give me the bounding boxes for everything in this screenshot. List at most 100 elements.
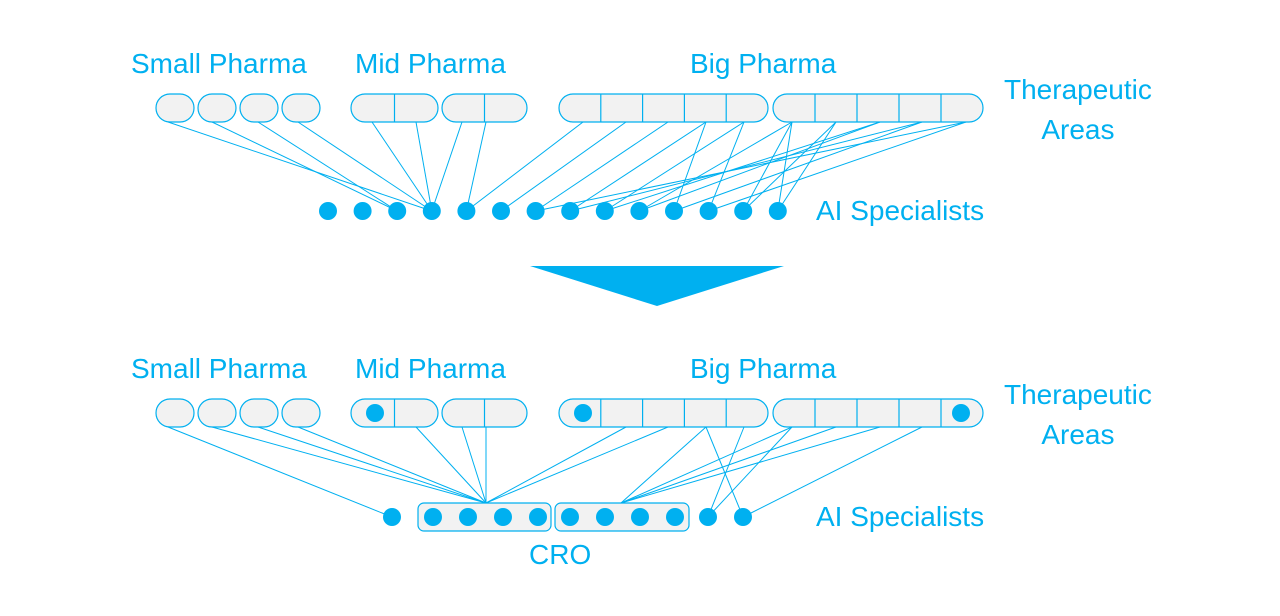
ai-specialist-dot-13 (734, 202, 753, 220)
connection-line (708, 121, 967, 212)
ai-specialist-dot-12 (699, 202, 718, 220)
connection-line (777, 121, 793, 212)
connection-line (500, 121, 627, 212)
after-in-house-specialist-3 (952, 404, 970, 422)
connection-lines-before (167, 121, 967, 212)
transition-arrow (530, 266, 784, 306)
ai-specialists-label-after: AI Specialists (816, 501, 985, 532)
small-pharma-label-after: Small Pharma (131, 353, 307, 384)
after-company-1 (155, 398, 195, 428)
connection-line (257, 426, 487, 504)
connection-line (620, 426, 707, 504)
connection-line (415, 426, 487, 504)
connection-line (431, 121, 463, 212)
before-company-8 (772, 93, 984, 123)
big-pharma-label-after: Big Pharma (690, 353, 837, 384)
connection-line (167, 426, 393, 518)
connection-line (371, 121, 433, 212)
connection-line (707, 426, 745, 518)
ai-specialist-dot-1 (319, 202, 337, 220)
connection-line (535, 121, 967, 212)
ai-specialists-before (319, 202, 787, 220)
ai-specialist-dot-11 (665, 202, 683, 220)
mid-pharma-label-after: Mid Pharma (355, 353, 506, 384)
therapeutic-areas-line1-after: Therapeutic (1004, 379, 1152, 410)
therapeutic-areas-line1: Therapeutic (1004, 74, 1152, 105)
connection-line (211, 426, 487, 504)
connection-line (211, 121, 398, 212)
therapeutic-areas-label-after: Therapeutic Areas (1004, 375, 1152, 455)
ai-specialist-dot-14 (768, 202, 787, 220)
ai-specialist-dot-10 (630, 202, 649, 220)
ai-specialist-dot-7 (526, 202, 545, 220)
before-company-2 (197, 93, 237, 123)
after-company-7 (558, 398, 769, 428)
independent-specialist-2 (699, 508, 717, 526)
after-company-8 (772, 398, 984, 428)
ai-specialist-dot-3 (388, 202, 407, 220)
pharma-companies-before (155, 93, 984, 123)
mid-pharma-label: Mid Pharma (355, 48, 506, 79)
connection-line (777, 121, 837, 212)
cro-specialist-dot (631, 508, 649, 526)
after-in-house-specialist-2 (574, 404, 592, 422)
connection-line (620, 426, 881, 504)
connection-line (485, 426, 627, 504)
connection-line (465, 121, 487, 212)
cro-specialist-dot (529, 508, 547, 526)
therapeutic-areas-line2-after: Areas (1041, 419, 1115, 450)
connection-line (673, 121, 923, 212)
big-pharma-label: Big Pharma (690, 48, 837, 79)
ai-specialist-dot-4 (422, 202, 441, 220)
connection-line (620, 426, 793, 504)
cro-specialist-dot (561, 508, 579, 526)
connection-line (742, 121, 837, 212)
connection-line (297, 426, 487, 504)
connection-line (639, 121, 793, 212)
before-company-1 (155, 93, 195, 123)
cro-specialist-dot (459, 508, 477, 526)
connection-line (466, 121, 584, 212)
independent-specialist-3 (734, 508, 752, 526)
connection-line (742, 426, 923, 518)
cro-specialist-dot (596, 508, 614, 526)
connection-line (415, 121, 433, 212)
ai-specialist-dot-5 (457, 202, 476, 220)
independent-specialist-1 (383, 508, 401, 526)
connection-line (705, 426, 744, 518)
cro-specialist-dot (494, 508, 512, 526)
after-in-house-specialist-1 (366, 404, 384, 422)
after-company-3 (239, 398, 279, 428)
cro-label: CRO (529, 539, 592, 570)
ai-specialist-dot-6 (492, 202, 510, 220)
cro-specialist-dot (666, 508, 684, 526)
connection-line (167, 121, 432, 212)
cro-groups (417, 502, 690, 532)
connection-line (485, 426, 669, 504)
cro-group-1 (417, 502, 552, 532)
ai-specialist-dot-9 (595, 202, 614, 220)
small-pharma-label: Small Pharma (131, 48, 307, 79)
before-company-7 (558, 93, 769, 123)
therapeutic-areas-line2: Areas (1041, 114, 1115, 145)
connection-lines-after (167, 426, 923, 518)
before-company-3 (239, 93, 279, 123)
after-company-2 (197, 398, 237, 428)
connection-line (297, 121, 433, 212)
ai-specialists-after (383, 508, 752, 526)
ai-specialist-dot-2 (353, 202, 372, 220)
pharma-companies-after (155, 398, 984, 428)
cro-specialist-dot (424, 508, 442, 526)
connection-line (673, 121, 707, 212)
connection-line (707, 426, 793, 518)
connection-line (570, 121, 923, 212)
cro-group-2 (554, 502, 690, 532)
connection-line (569, 121, 707, 212)
therapeutic-areas-label: Therapeutic Areas (1004, 70, 1152, 150)
connection-line (708, 121, 745, 212)
ai-specialist-dot-8 (561, 202, 580, 220)
after-company-4 (281, 398, 321, 428)
ai-specialists-label: AI Specialists (816, 195, 985, 226)
connection-line (604, 121, 881, 212)
